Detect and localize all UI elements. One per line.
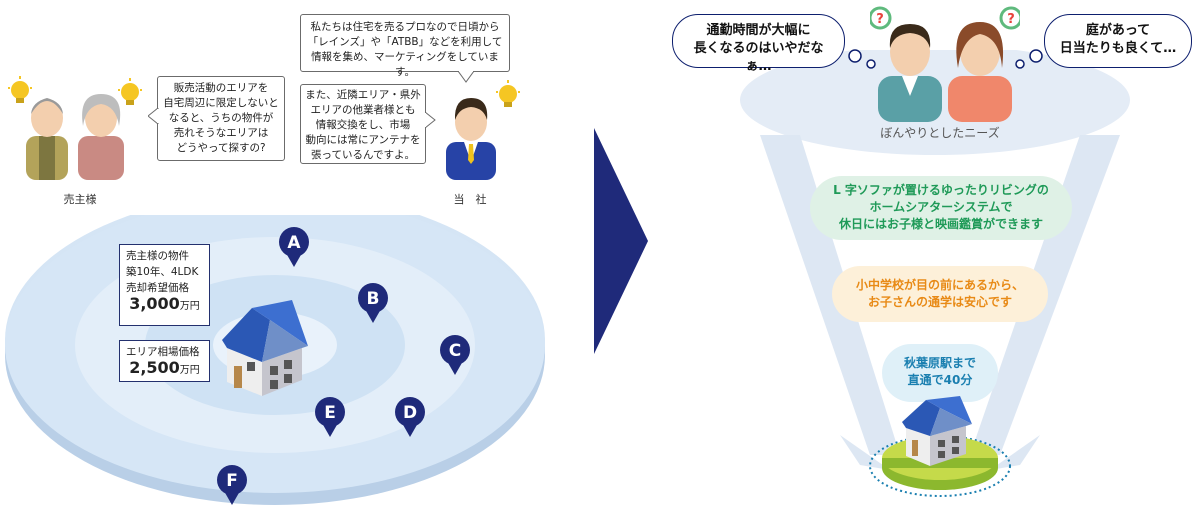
bubble-line: 情報を集め、マーケティングをしています。 xyxy=(311,51,499,78)
need-line: ホームシアターシステムで xyxy=(869,200,1013,214)
svg-text:?: ? xyxy=(876,12,884,27)
property-price-label: 売却希望価格 xyxy=(126,282,189,294)
bubble-tail xyxy=(425,112,436,128)
couple-illustration: ? ? xyxy=(870,6,1020,122)
need-line: 休日にはお子様と映画鑑賞ができます xyxy=(838,217,1043,231)
need-line: 秋葉原駅まで xyxy=(903,356,976,370)
thought-line: 庭があって xyxy=(1085,23,1151,38)
lightbulb-icon xyxy=(8,76,32,103)
thought-line: 日当たりも良くて… xyxy=(1059,41,1177,56)
thought-bubble-left: 通勤時間が大幅に 長くなるのはいやだなぁ… xyxy=(672,14,845,74)
property-price: 3,000 xyxy=(129,294,180,313)
agent-speech-bubble-top: 私たちは住宅を売るプロなので日頃から 「レインズ」や「ATBB」などを利用して … xyxy=(300,14,510,78)
bubble-line: 自宅周辺に限定しないと xyxy=(163,97,279,109)
next-arrow-icon xyxy=(594,128,648,354)
need-line: L 字ソファが置けるゆったりリビングの xyxy=(833,183,1049,197)
sellers-illustration xyxy=(8,76,142,180)
bubble-line: どうやって探すの? xyxy=(176,142,266,154)
pin-b: B xyxy=(358,283,388,323)
agent-illustration xyxy=(446,80,520,180)
bubble-line: 動向には常にアンテナを xyxy=(305,134,421,146)
bubble-line: また、近隣エリア・県外 xyxy=(305,89,421,101)
need-commute: 秋葉原駅まで 直通で40分 xyxy=(882,344,998,402)
property-price-unit: 万円 xyxy=(179,301,200,312)
pin-f: F xyxy=(217,465,247,505)
vague-needs-label: ぼんやりとしたニーズ xyxy=(880,126,1000,140)
market-price-unit: 万円 xyxy=(179,365,200,376)
agent-label: 当 社 xyxy=(453,193,487,206)
svg-text:B: B xyxy=(367,289,380,309)
thought-dots xyxy=(848,49,876,69)
svg-text:?: ? xyxy=(1007,12,1015,27)
bubble-line: 情報交換をし、市場 xyxy=(315,119,411,131)
destination-house xyxy=(869,396,1011,497)
thought-line: 長くなるのはいやだなぁ… xyxy=(693,41,824,74)
svg-text:E: E xyxy=(324,403,336,423)
market-price-box: エリア相場価格 2,500万円 xyxy=(119,340,210,382)
seller-label: 売主様 xyxy=(63,193,97,206)
bubble-line: 私たちは住宅を売るプロなので日頃から xyxy=(310,21,500,33)
thought-line: 通勤時間が大幅に xyxy=(706,23,811,38)
pin-c: C xyxy=(440,335,470,375)
bubble-line: 売れそうなエリアは xyxy=(173,127,269,139)
svg-text:C: C xyxy=(449,341,461,361)
seller-house xyxy=(222,300,308,396)
svg-text:D: D xyxy=(403,403,417,423)
agent-speech-bubble-bottom: また、近隣エリア・県外 エリアの他業者様とも 情報交換をし、市場 動向には常にア… xyxy=(300,84,426,164)
pin-e: E xyxy=(315,397,345,437)
lightbulb-icon xyxy=(496,80,520,107)
bubble-line: なると、うちの物件が xyxy=(168,112,274,124)
bubble-line: 販売活動のエリアを xyxy=(173,82,269,94)
question-bubble-icon: ? xyxy=(999,6,1020,30)
thought-dots xyxy=(1015,49,1043,69)
need-school: 小中学校が目の前にあるから、 お子さんの通学は安心です xyxy=(832,266,1048,322)
svg-text:F: F xyxy=(226,471,238,491)
need-living-room: L 字ソファが置けるゆったりリビングの ホームシアターシステムで 休日にはお子様… xyxy=(810,176,1072,240)
need-line: 小中学校が目の前にあるから、 xyxy=(855,278,1024,292)
need-line: お子さんの通学は安心です xyxy=(867,295,1012,309)
lightbulb-icon xyxy=(118,78,142,105)
bubble-tail xyxy=(148,108,159,124)
property-info-box: 売主様の物件 築10年、4LDK 売却希望価格 3,000万円 xyxy=(119,244,210,326)
bubble-tail xyxy=(458,71,474,83)
svg-text:A: A xyxy=(287,233,301,253)
question-bubble-icon: ? xyxy=(870,6,892,30)
market-price-label: エリア相場価格 xyxy=(126,346,200,358)
pin-a: A xyxy=(279,227,309,267)
market-price: 2,500 xyxy=(129,358,180,377)
pin-d: D xyxy=(395,397,425,437)
thought-bubble-right: 庭があって 日当たりも良くて… xyxy=(1044,14,1192,68)
property-spec: 築10年、4LDK xyxy=(126,266,199,278)
property-title: 売主様の物件 xyxy=(126,250,189,262)
seller-speech-bubble: 販売活動のエリアを 自宅周辺に限定しないと なると、うちの物件が 売れそうなエリ… xyxy=(157,76,285,161)
bubble-line: 「レインズ」や「ATBB」などを利用して xyxy=(307,36,503,48)
bubble-line: 張っているんですよ。 xyxy=(311,149,415,161)
pins-layer: A B C D E F xyxy=(217,227,470,505)
bubble-line: エリアの他業者様とも xyxy=(310,104,416,116)
need-line: 直通で40分 xyxy=(907,373,973,387)
